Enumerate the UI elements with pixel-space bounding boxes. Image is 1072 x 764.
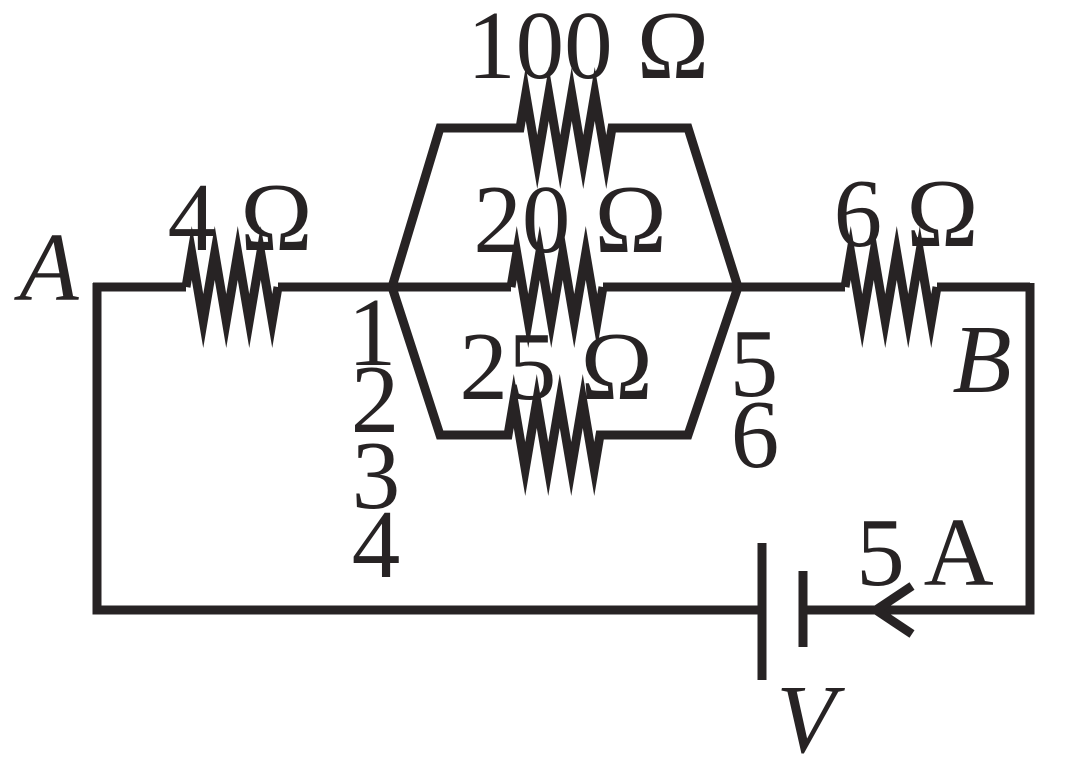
labels-group: 100 Ω 20 Ω 25 Ω 4 Ω 6 Ω A B 5 A V 1 2 3 …	[13, 0, 1011, 764]
wire-number-4: 4	[352, 491, 401, 598]
resistor-middle-label: 20 Ω	[473, 166, 666, 273]
wire-number-2: 2	[351, 346, 400, 453]
wires-group	[92, 67, 1035, 680]
wire-left-return	[92, 283, 762, 615]
current-arrow-icon	[867, 582, 915, 638]
resistor-right-label: 6 Ω	[834, 160, 979, 267]
resistor-4ohm	[181, 226, 283, 348]
resistor-left-label: 4 Ω	[168, 164, 313, 271]
wire-number-5: 5	[730, 310, 779, 417]
wire-number-3: 3	[352, 422, 401, 529]
wire-number-1: 1	[348, 279, 397, 386]
resistor-bottom-label: 25 Ω	[459, 313, 652, 420]
branch-top-100ohm	[387, 67, 743, 289]
resistor-20ohm	[506, 226, 608, 348]
terminal-b-label: B	[952, 306, 1011, 413]
battery-label: V	[776, 666, 845, 764]
resistor-6ohm	[840, 226, 942, 348]
terminal-a-label: A	[13, 214, 79, 321]
branch-bottom-25ohm	[387, 285, 743, 496]
current-label: 5 A	[856, 499, 993, 606]
resistor-top-label: 100 Ω	[467, 0, 709, 99]
wire-number-6: 6	[731, 381, 780, 488]
